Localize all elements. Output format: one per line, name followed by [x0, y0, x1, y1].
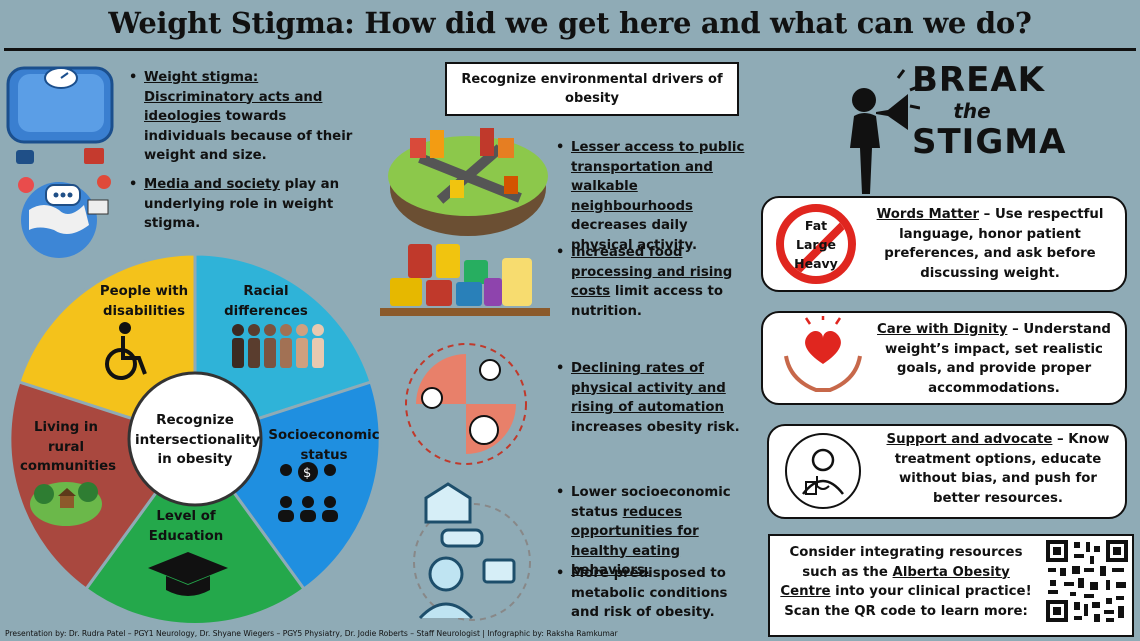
label-socioeconomic: Socioeconomic status — [268, 428, 380, 463]
socioeconomic-bullet: • Lower socioeconomic status reduces opp… — [556, 485, 731, 578]
words-matter-text: Words Matter – Use respectful language, … — [876, 207, 1104, 281]
footer-credits: Presentation by: Dr. Rudra Patel – PGY1 … — [5, 629, 618, 638]
megaphone-person-icon — [850, 69, 920, 194]
support-advocate-text: Support and advocate – Know treatment op… — [886, 432, 1110, 506]
label-education: Level of Education — [148, 509, 224, 544]
qr-code[interactable] — [1044, 538, 1130, 624]
graduation-cap-icon — [148, 552, 228, 596]
canned-food-shelf-icon — [380, 244, 550, 316]
metabolic-bullet: • More predisposed to metabolic conditio… — [556, 566, 728, 620]
heart-hands-icon — [784, 316, 862, 392]
rural-landscape-icon — [30, 482, 102, 526]
care-dignity-text: Care with Dignity – Understand weight’s … — [877, 322, 1111, 396]
resources-text: Consider integrating resources such as t… — [780, 545, 1032, 619]
food-processing-bullet: • Increased food processing and rising c… — [556, 245, 733, 319]
media-society-bullet: • Media and society play an underlying r… — [129, 177, 340, 231]
label-racial: Racial differences — [224, 284, 308, 319]
alberta-obesity-centre-link[interactable]: Alberta Obesity Centre — [780, 564, 1010, 600]
intersectionality-wheel: $ — [8, 252, 382, 626]
label-rural: Living in rural communities — [20, 420, 117, 474]
doctor-icon — [785, 433, 861, 509]
environmental-drivers-header: Recognize environmental drivers of obesi… — [445, 62, 739, 116]
title-divider — [4, 48, 1136, 51]
break-the-stigma-logo: BREAK the STIGMA — [912, 60, 1067, 162]
globe-media-icon — [16, 148, 111, 258]
segment-education — [83, 436, 307, 626]
wheel-center-label: Recognize intersectionality in obesity — [135, 412, 261, 467]
transport-bullet: • Lesser access to public transportation… — [556, 140, 745, 253]
scale-and-media-illustration — [6, 66, 114, 258]
environment-illustrations — [380, 128, 550, 621]
weight-stigma-definition: • Weight stigma: Discriminatory acts and… — [129, 70, 353, 163]
label-disabilities: People with disabilities — [99, 284, 189, 319]
money-people-icon: $ — [278, 462, 338, 522]
socioeconomic-illustration-icon — [413, 482, 531, 621]
wheelchair-icon — [105, 322, 147, 380]
diverse-people-icon — [232, 324, 324, 368]
scale-icon — [6, 66, 114, 144]
page-title: Weight Stigma: How did we get here and w… — [108, 6, 1032, 40]
svg-text:$: $ — [303, 466, 311, 481]
prohibited-words-icon: Fat Large Heavy — [776, 204, 856, 284]
city-island-icon — [388, 128, 548, 236]
sedentary-lifestyle-icon — [405, 343, 527, 465]
physical-activity-bullet: • Declining rates of physical activity a… — [556, 361, 740, 435]
